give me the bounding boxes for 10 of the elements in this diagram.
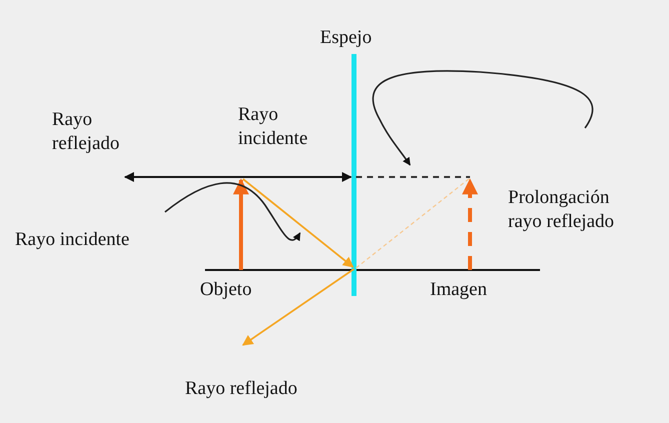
callout-text: Prolongación rayo reflejado <box>508 186 638 234</box>
label: Rayo incidente <box>238 103 309 151</box>
label: Objeto <box>200 278 253 302</box>
label: Rayo reflejado <box>185 377 298 401</box>
callout-text: Rayo incidente <box>15 228 175 252</box>
label: Imagen <box>430 278 488 302</box>
label: Rayo reflejado <box>52 108 121 156</box>
leader-line <box>372 70 594 166</box>
label: Espejo <box>320 26 373 50</box>
leader-line <box>164 182 301 242</box>
